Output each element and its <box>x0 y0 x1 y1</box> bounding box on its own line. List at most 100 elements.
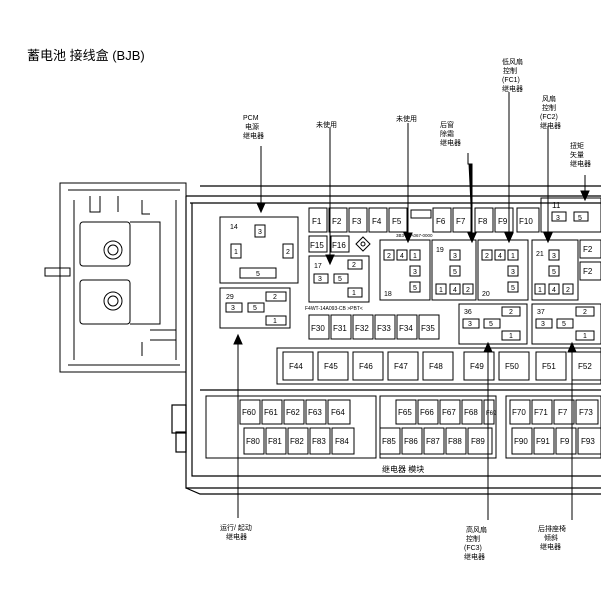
fuse-label: F68 <box>464 408 478 417</box>
relay-11-pin: 3 <box>556 215 560 222</box>
fuse-label: F7 <box>558 408 568 417</box>
relay-29-pin: 3 <box>231 305 235 312</box>
relay-17-pin: 5 <box>338 276 342 283</box>
fuse-label: F66 <box>420 408 434 417</box>
fuse-label: F90 <box>514 437 528 446</box>
fuse-label: F89 <box>471 437 485 446</box>
fuse-label: F85 <box>382 437 396 446</box>
fuse-label: F31 <box>333 324 347 333</box>
fuse-label: F4 <box>372 217 382 226</box>
relay-17-pin: 1 <box>352 290 356 297</box>
relay-37-pin: 3 <box>541 321 545 328</box>
relay-18-pin: 4 <box>400 253 404 260</box>
fuse-block-lower <box>205 395 601 459</box>
fuse-label: F69 <box>486 411 497 417</box>
fuse-label: F15 <box>310 241 324 250</box>
fuse-label: F70 <box>512 408 526 417</box>
callout-rear-defrost: 后窗 除霜 继电器 <box>440 120 461 147</box>
fuse-label: F67 <box>442 408 456 417</box>
relay-19-pin: 5 <box>453 269 457 276</box>
relay-11-pin: 5 <box>578 215 582 222</box>
relay-18-pin: 2 <box>387 253 391 260</box>
relay-21-pin: 2 <box>566 287 570 294</box>
callout-fan-fc1: 低风扇 控制 (FC1) 继电器 <box>502 57 525 93</box>
relay-37-pin: 2 <box>583 309 587 316</box>
relay-37-pin: 1 <box>583 333 587 340</box>
relay-14-pin: 5 <box>256 271 260 278</box>
fuse-label: F30 <box>311 324 325 333</box>
part-number-mid: F4WT-14A093-CB >PBT< <box>305 306 363 312</box>
relay-module-label: 继电器 模块 <box>382 464 424 474</box>
fuse-label: F1 <box>312 217 322 226</box>
relay-19-pin: 4 <box>453 287 457 294</box>
relay-19-pin: 2 <box>466 287 470 294</box>
relay-36-pin: 3 <box>468 321 472 328</box>
relay-19-pin: 1 <box>439 287 443 294</box>
relay-36-pin: 1 <box>509 333 513 340</box>
relay-14-pin: 2 <box>286 249 290 256</box>
callout-run-start: 运行/ 起动 继电器 <box>220 523 254 541</box>
fuse-label: F64 <box>331 408 345 417</box>
relay-18-pin: 1 <box>413 253 417 260</box>
relay-36 <box>458 303 528 345</box>
fuse-label: F32 <box>355 324 369 333</box>
callout-unused-mid: 未使用 <box>396 114 417 123</box>
relay-18-id: 18 <box>384 291 392 298</box>
relay-19 <box>431 239 477 301</box>
fuse-label: F91 <box>536 437 550 446</box>
fuse-label: F93 <box>581 437 595 446</box>
relay-14-id: 14 <box>230 224 238 231</box>
callout-pcm: PCM 电源 继电器 <box>243 115 264 140</box>
fuse-label: F3 <box>352 217 362 226</box>
relay-20-pin: 3 <box>511 269 515 276</box>
fuse-row-top <box>308 197 601 253</box>
relay-20-id: 20 <box>482 291 490 298</box>
fuse-label: F71 <box>534 408 548 417</box>
relay-14-pin: 3 <box>258 229 262 236</box>
fuse-label: F50 <box>505 362 519 371</box>
fuse-label: F33 <box>377 324 391 333</box>
fuse-row-mid <box>308 314 440 340</box>
fuse-label: F6 <box>436 217 446 226</box>
fuse-label: F9 <box>560 437 570 446</box>
diagram-title: 蓄电池 接线盒 (BJB) <box>27 48 145 63</box>
fuse-label: F16 <box>332 241 346 250</box>
fuse-row-large <box>276 347 601 385</box>
fuse-label: F83 <box>312 437 326 446</box>
relay-37-id: 37 <box>537 309 545 316</box>
relay-29-pin: 5 <box>253 305 257 312</box>
relay-17 <box>308 255 370 303</box>
fuse-label: F35 <box>421 324 435 333</box>
fuse-label: F47 <box>394 362 408 371</box>
fuse-label: F10 <box>519 217 533 226</box>
fuse-label: F45 <box>324 362 338 371</box>
left-bracket <box>44 182 187 373</box>
relay-18-pin: 3 <box>413 269 417 276</box>
fuse-label: F63 <box>308 408 322 417</box>
fuse-label: F46 <box>359 362 373 371</box>
relay-17-pin: 3 <box>318 276 322 283</box>
callout-fan-fc2: 风扇 控制 (FC2) 继电器 <box>540 94 561 130</box>
fuse-label: F52 <box>578 362 592 371</box>
callout-leaders <box>233 92 590 520</box>
fuse-label: F2 <box>583 245 593 254</box>
relay-18 <box>379 239 431 301</box>
relay-19-id: 19 <box>436 247 444 254</box>
relay-29 <box>219 287 291 329</box>
relay-21-pin: 1 <box>538 287 542 294</box>
relay-29-id: 29 <box>226 294 234 301</box>
relay-21-pin: 5 <box>552 269 556 276</box>
callout-rear-seat: 后排座椅 倾斜 继电器 <box>538 524 568 551</box>
fuse-label: F73 <box>579 408 593 417</box>
fuse-label: F8 <box>478 217 488 226</box>
fuse-label: F7 <box>456 217 466 226</box>
relay-21-pin: 3 <box>552 253 556 260</box>
relay-21-id: 21 <box>536 251 544 258</box>
relay-29-pin: 2 <box>273 294 277 301</box>
relay-14 <box>219 216 299 284</box>
fuse-label: F49 <box>470 362 484 371</box>
fuse-label: F2 <box>332 217 342 226</box>
fuse-label: F61 <box>264 408 278 417</box>
relay-36-pin: 2 <box>509 309 513 316</box>
